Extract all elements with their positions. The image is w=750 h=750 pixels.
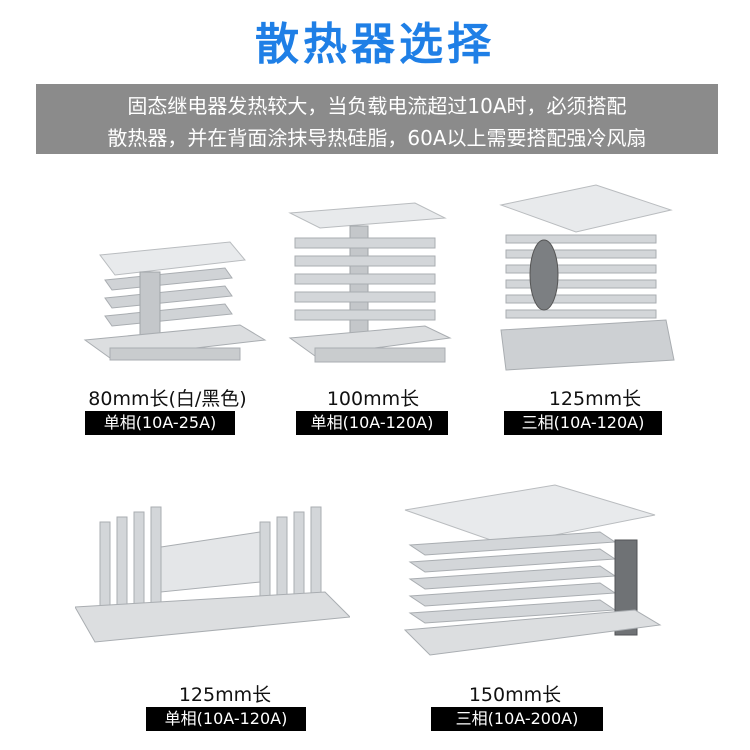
length-label-3: 125mm长 [548, 388, 642, 410]
info-banner: 固态继电器发热较大，当负载电流超过10A时，必须搭配 散热器，并在背面涂抹导热硅… [36, 84, 718, 154]
length-label-2: 100mm长 [326, 388, 420, 410]
spec-badge-5: 三相(10A-200A) [431, 707, 603, 731]
spec-badge-3: 三相(10A-120A) [504, 411, 662, 435]
heatsink-125mm-three-phase [496, 180, 676, 375]
spec-badge-1: 单相(10A-25A) [85, 411, 235, 435]
length-label-4: 125mm长 [178, 684, 272, 706]
heatsink-100mm-image [288, 202, 452, 363]
banner-line-1: 固态继电器发热较大，当负载电流超过10A时，必须搭配 [127, 94, 627, 118]
heatsink-150mm-image [403, 484, 662, 656]
heatsink-150mm [400, 470, 665, 665]
length-label-1: 80mm长(白/黑色) [88, 388, 247, 410]
heatsink-100mm [285, 198, 455, 370]
spec-badge-2: 单相(10A-120A) [296, 411, 448, 435]
heatsink-125mm-single-phase [75, 492, 350, 652]
heatsink-80mm-image [83, 241, 267, 361]
banner-line-2: 散热器，并在背面涂抹导热硅脂，60A以上需要搭配强冷风扇 [107, 126, 647, 150]
length-label-5: 150mm长 [468, 684, 562, 706]
heatsink-125mm-single-phase-image [75, 506, 350, 643]
page-title: 散热器选择 [255, 19, 495, 70]
spec-badge-4: 单相(10A-120A) [146, 707, 306, 731]
heatsink-125mm-three-phase-image [499, 184, 675, 371]
heatsink-80mm [80, 230, 270, 375]
